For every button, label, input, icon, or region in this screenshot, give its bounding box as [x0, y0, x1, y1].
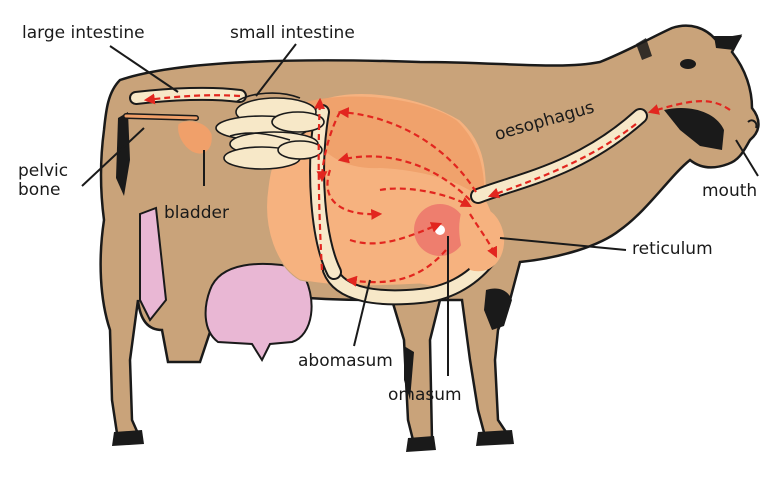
label-bone: bone — [18, 181, 68, 200]
label-reticulum: reticulum — [632, 240, 713, 259]
udder — [206, 264, 312, 360]
label-pelvic: pelvic — [18, 162, 68, 181]
label-bladder: bladder — [164, 204, 229, 223]
label-mouth: mouth — [702, 182, 757, 201]
label-omasum: omasum — [388, 386, 462, 405]
omasum-center — [435, 225, 445, 235]
label-small-intestine: small intestine — [230, 24, 355, 43]
label-large-intestine: large intestine — [22, 24, 145, 43]
label-abomasum: abomasum — [298, 352, 393, 371]
label-pelvic-bone: pelvic bone — [18, 162, 68, 200]
